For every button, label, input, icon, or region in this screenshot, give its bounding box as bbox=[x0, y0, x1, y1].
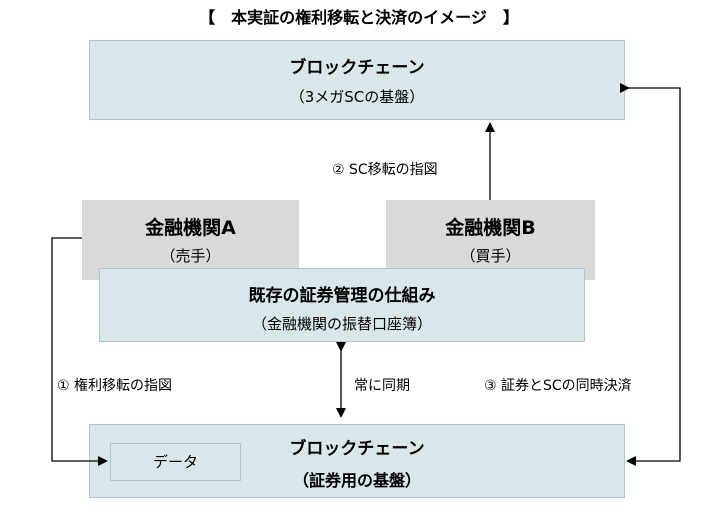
securities-blockchain-box: ブロックチェーン （証券用の基盤） データ bbox=[89, 424, 625, 498]
sc-blockchain-title: ブロックチェーン bbox=[289, 58, 425, 78]
securities-blockchain-subtitle: （証券用の基盤） bbox=[292, 471, 421, 490]
diagram-title: 【 本実証の権利移転と決済のイメージ 】 bbox=[199, 8, 519, 27]
bank-a-name: 金融機関A bbox=[145, 217, 236, 239]
bank-b-box: 金融機関B （買手） bbox=[386, 200, 595, 280]
step1-label: ① 権利移転の指図 bbox=[57, 378, 173, 394]
existing-system-subtitle: （金融機関の振替口座簿） bbox=[251, 315, 432, 333]
securities-blockchain-title: ブロックチェーン bbox=[289, 439, 425, 459]
step2-label: ② SC移転の指図 bbox=[332, 162, 438, 178]
existing-system-title: 既存の証券管理の仕組み bbox=[248, 286, 436, 306]
bank-a-role: （売手） bbox=[160, 247, 221, 265]
bank-b-role: （買手） bbox=[460, 247, 521, 265]
step3-label: ③ 証券とSCの同時決済 bbox=[484, 378, 632, 394]
bank-b-name: 金融機関B bbox=[445, 217, 536, 239]
bank-a-box: 金融機関A （売手） bbox=[82, 200, 299, 280]
sc-blockchain-box: ブロックチェーン （3メガSCの基盤） bbox=[89, 40, 625, 120]
sync-label: 常に同期 bbox=[354, 378, 410, 394]
data-box: データ bbox=[110, 443, 241, 481]
sc-blockchain-subtitle: （3メガSCの基盤） bbox=[289, 88, 425, 106]
step3-arrow bbox=[620, 83, 681, 466]
step1-arrow bbox=[51, 237, 108, 466]
existing-system-box: 既存の証券管理の仕組み （金融機関の振替口座簿） bbox=[99, 268, 585, 342]
